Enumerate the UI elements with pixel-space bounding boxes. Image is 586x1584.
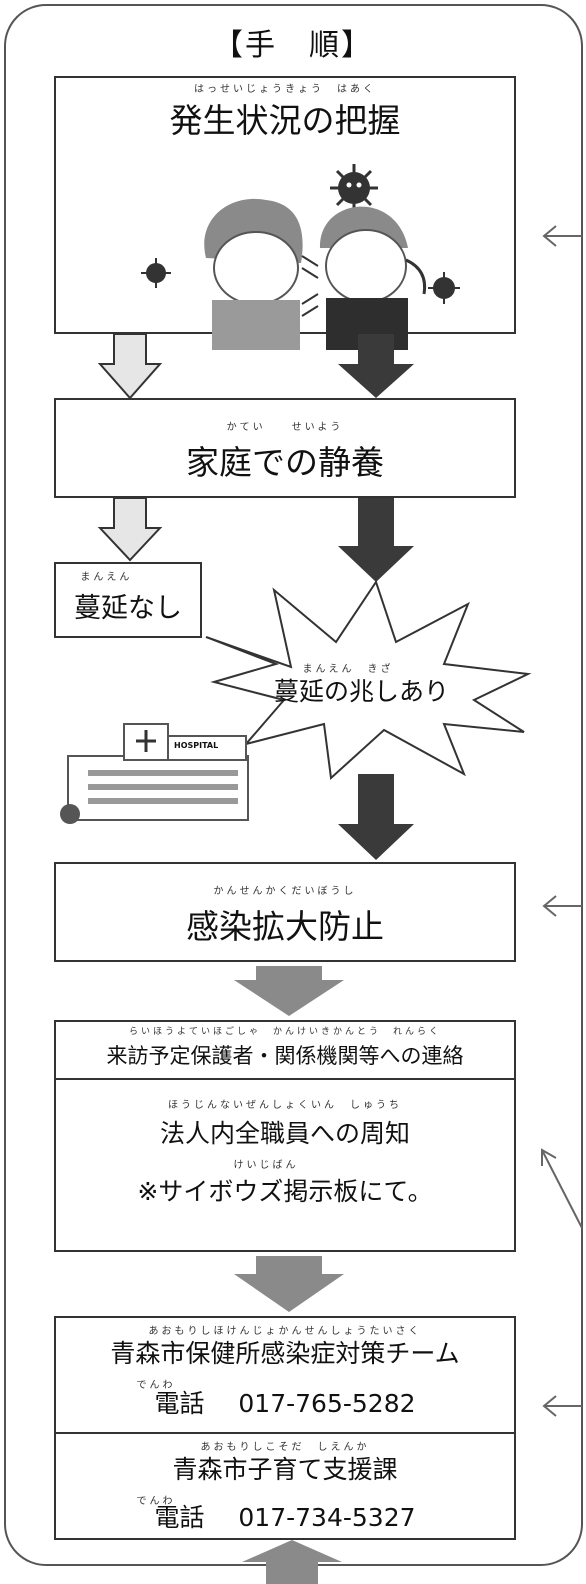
arrow-mid-2 <box>234 1256 344 1312</box>
situation-reading: はっせいじょうきょう はあく <box>194 84 376 95</box>
arrow-light-2 <box>97 497 163 562</box>
arrow-dark-2 <box>338 498 414 582</box>
spread-reading: まんえん きざ <box>302 664 394 675</box>
contact-label: 来訪予定保護者・関係機関等への連絡 <box>106 1044 464 1068</box>
no-spread-label: 蔓延なし <box>74 593 182 624</box>
no-spread-box: まんえん 蔓延なし <box>54 562 202 638</box>
child-right <box>319 206 427 350</box>
hospital-sign: HOSPITAL <box>174 741 219 750</box>
health-center-reading: あおもりしほけんじょかんせんしょうたいさく <box>148 1326 422 1337</box>
childcare-name: 青森市子育て支援課 <box>172 1455 398 1484</box>
infection-prevention-box: かんせんかくだいぼうし 感染拡大防止 <box>54 862 516 962</box>
germ-icon <box>330 164 378 212</box>
home-rest-box: かてい せいよう 家庭での静養 <box>54 398 516 498</box>
situation-label: 発生状況の把握 <box>169 101 401 140</box>
sick-children-illustration <box>141 164 460 350</box>
arrow-mid-1 <box>234 966 344 1016</box>
arrow-dark-1 <box>338 334 414 398</box>
notice-reading: ほうじんないぜんしょくいん しゅうち <box>168 1100 402 1111</box>
health-center-phone: 017-765-5282 <box>238 1389 416 1418</box>
contact-box: らいほうよていほごしゃ かんけいきかんとう れんらく 来訪予定保護者・関係機関等… <box>54 1020 516 1252</box>
childcare-phone-label: 電話 <box>154 1503 205 1532</box>
notice-line2-reading: けいじばん <box>233 1160 299 1171</box>
infection-prevention-label: 感染拡大防止 <box>186 907 384 946</box>
no-spread-reading: まんえん <box>80 572 133 583</box>
notice-line1: 法人内全職員への周知 <box>159 1119 410 1148</box>
arrow-light-1 <box>97 333 163 400</box>
arrow-bottom-up <box>242 1540 342 1584</box>
spread-label: 蔓延の兆しあり <box>274 677 450 706</box>
health-center-name: 青森市保健所感染症対策チーム <box>110 1339 460 1368</box>
situation-box: はっせいじょうきょう はあく 発生状況の把握 <box>54 76 516 350</box>
childcare-phone: 017-734-5327 <box>238 1503 416 1532</box>
childcare-reading: あおもりしこそだ しえんか <box>200 1442 370 1453</box>
child-left <box>204 198 303 350</box>
health-center-box: あおもりしほけんじょかんせんしょうたいさく 青森市保健所感染症対策チーム でんわ… <box>54 1316 516 1540</box>
health-center-phone-reading: でんわ <box>136 1380 176 1391</box>
arrow-dark-3 <box>338 774 414 860</box>
procedure-title: 【手 順】 <box>213 28 373 63</box>
notice-line2: ※サイボウズ掲示板にて。 <box>137 1177 433 1206</box>
feedback-arrows <box>541 225 583 1417</box>
home-rest-reading: かてい せいよう <box>226 422 344 433</box>
infection-prevention-reading: かんせんかくだいぼうし <box>213 886 357 897</box>
spread-sign-burst <box>205 579 532 781</box>
childcare-phone-reading: でんわ <box>136 1496 176 1507</box>
health-center-phone-label: 電話 <box>154 1389 205 1418</box>
home-rest-label: 家庭での静養 <box>186 443 384 482</box>
hospital-illustration <box>60 723 249 824</box>
contact-reading: らいほうよていほごしゃ かんけいきかんとう れんらく <box>128 1027 441 1037</box>
